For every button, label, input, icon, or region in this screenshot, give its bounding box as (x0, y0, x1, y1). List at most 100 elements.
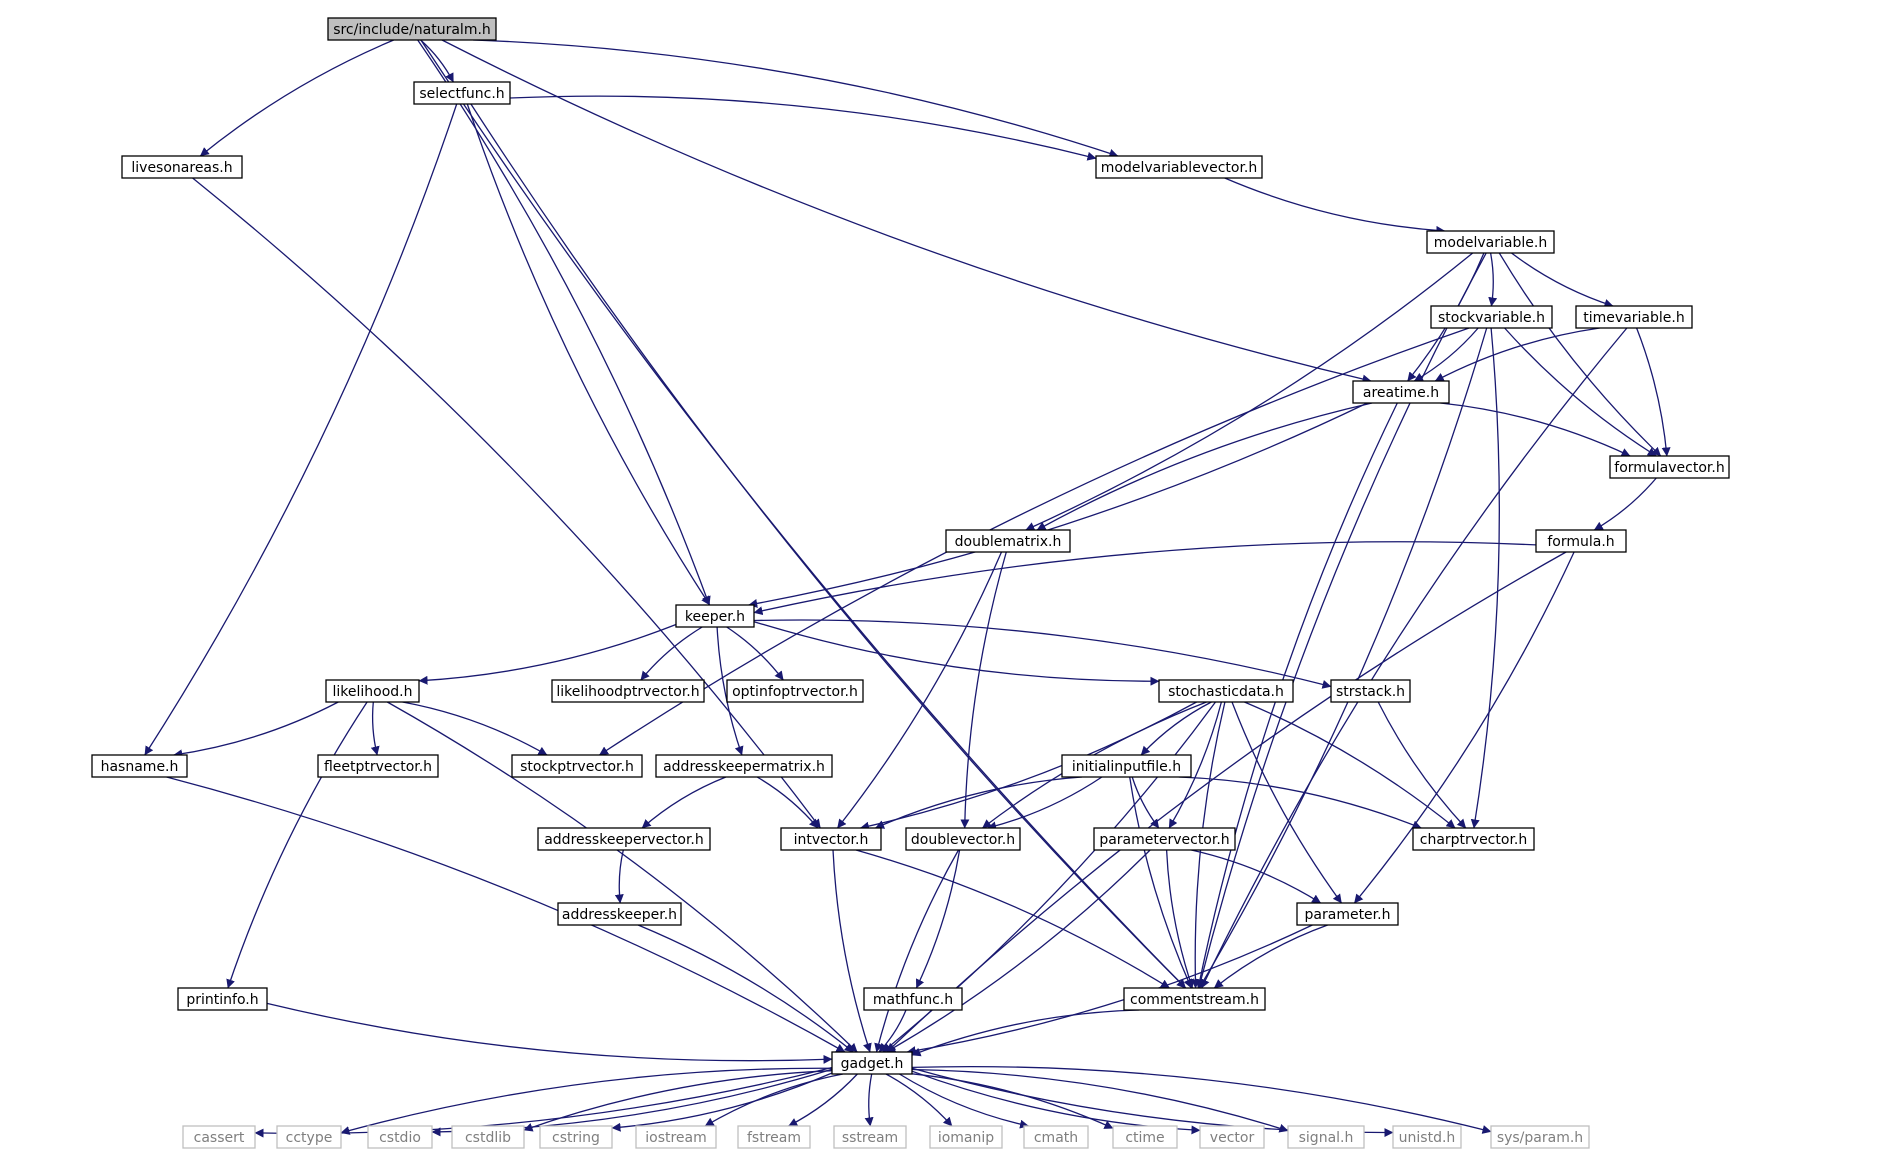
node-box-intvector (780, 827, 882, 851)
node-label-likelihood: likelihood.h (333, 684, 413, 700)
node-label-selectfunc: selectfunc.h (419, 86, 504, 102)
node-printinfo[interactable]: printinfo.h (177, 987, 268, 1011)
node-naturalm[interactable]: src/include/naturalm.h (327, 17, 497, 41)
node-label-modelvariable: modelvariable.h (1434, 235, 1547, 251)
node-gadget[interactable]: gadget.h (831, 1051, 913, 1075)
node-iostream: iostream (635, 1125, 717, 1149)
edge-gadget-to-cctype (340, 1067, 833, 1135)
node-label-likelihoodptrvector: likelihoodptrvector.h (556, 684, 699, 700)
edge-formula-to-keeper (753, 541, 1537, 616)
node-sstream: sstream (833, 1125, 907, 1149)
node-label-modelvariablevector: modelvariablevector.h (1101, 160, 1258, 176)
edge-gadget-to-sysparam (911, 1065, 1492, 1134)
node-box-printinfo (177, 987, 268, 1011)
node-box-cmath (1023, 1125, 1089, 1149)
edge-keeper-to-optinfoptrvector (726, 626, 784, 681)
node-intvector[interactable]: intvector.h (780, 827, 882, 851)
node-mathfunc[interactable]: mathfunc.h (863, 987, 963, 1011)
node-formula[interactable]: formula.h (1535, 529, 1627, 553)
edge-naturalm-to-keeper (417, 39, 711, 606)
edge-gadget-to-iostream (704, 1073, 844, 1127)
node-box-ctime (1112, 1125, 1178, 1149)
edge-addresskeepermatrix-to-addresskeepervector (641, 776, 727, 829)
node-commentstream[interactable]: commentstream.h (1123, 987, 1266, 1011)
dependency-edges (144, 39, 1671, 1138)
node-label-naturalm: src/include/naturalm.h (333, 22, 491, 38)
edge-areatime-to-keeper (748, 402, 1368, 608)
node-label-fstream: fstream (747, 1130, 801, 1146)
node-label-ctime: ctime (1125, 1130, 1164, 1146)
edge-addresskeepermatrix-to-intvector (756, 776, 819, 829)
node-label-vector: vector (1210, 1130, 1255, 1146)
node-doublematrix[interactable]: doublematrix.h (945, 529, 1071, 553)
node-modelvariable[interactable]: modelvariable.h (1426, 230, 1555, 254)
edge-keeper-to-addresskeepermatrix (716, 626, 744, 756)
node-box-keeper (675, 604, 755, 628)
edge-hasname-to-gadget (166, 776, 846, 1053)
node-box-optinfoptrvector (726, 679, 864, 703)
node-likelihood[interactable]: likelihood.h (325, 679, 420, 703)
node-stockptrvector[interactable]: stockptrvector.h (511, 754, 643, 778)
edge-likelihood-to-gadget (386, 701, 858, 1053)
node-stochasticdata[interactable]: stochasticdata.h (1158, 679, 1294, 703)
node-addresskeeper[interactable]: addresskeeper.h (557, 902, 682, 926)
node-label-unistd: unistd.h (1399, 1130, 1456, 1146)
edge-naturalm-to-areatime (441, 39, 1372, 384)
node-cassert: cassert (182, 1125, 256, 1149)
node-label-doublematrix: doublematrix.h (955, 534, 1062, 550)
node-box-areatime (1352, 380, 1450, 404)
node-selectfunc[interactable]: selectfunc.h (413, 81, 511, 105)
node-label-livesonareas: livesonareas.h (131, 160, 232, 176)
node-label-stockptrvector: stockptrvector.h (520, 759, 634, 775)
node-keeper[interactable]: keeper.h (675, 604, 755, 628)
node-parameter[interactable]: parameter.h (1296, 902, 1399, 926)
edge-timevariable-to-formulavector (1635, 327, 1671, 457)
edge-gadget-to-sstream (864, 1073, 874, 1127)
node-sysparam: sys/param.h (1490, 1125, 1590, 1149)
node-box-cassert (182, 1125, 256, 1149)
node-cstring: cstring (539, 1125, 613, 1149)
edge-keeper-to-stochasticdata (753, 621, 1160, 686)
edge-selectfunc-to-commentstream (470, 103, 1187, 989)
node-box-parameter (1296, 902, 1399, 926)
node-box-sysparam (1490, 1125, 1590, 1149)
edge-selectfunc-to-hasname (144, 103, 458, 756)
edge-stockvariable-to-formulavector (1504, 327, 1657, 457)
node-addresskeepervector[interactable]: addresskeepervector.h (537, 827, 711, 851)
node-addresskeepermatrix[interactable]: addresskeepermatrix.h (655, 754, 833, 778)
edge-initialinputfile-to-doublevector (987, 776, 1103, 831)
node-modelvariablevector[interactable]: modelvariablevector.h (1095, 155, 1263, 179)
node-box-unistd (1392, 1125, 1462, 1149)
node-optinfoptrvector[interactable]: optinfoptrvector.h (726, 679, 864, 703)
node-label-timevariable: timevariable.h (1583, 310, 1684, 326)
node-box-charptrvector (1412, 827, 1535, 851)
edge-modelvariable-to-timevariable (1511, 252, 1614, 308)
edge-stockvariable-to-areatime (1413, 327, 1479, 382)
node-initialinputfile[interactable]: initialinputfile.h (1061, 754, 1192, 778)
node-label-addresskeepermatrix: addresskeepermatrix.h (663, 759, 825, 775)
node-timevariable[interactable]: timevariable.h (1575, 305, 1693, 329)
node-box-sstream (833, 1125, 907, 1149)
node-label-gadget: gadget.h (841, 1056, 904, 1072)
edge-likelihood-to-hasname (173, 701, 339, 759)
edge-gadget-to-unistd (911, 1067, 1394, 1138)
node-formulavector[interactable]: formulavector.h (1609, 455, 1730, 479)
node-box-cstring (539, 1125, 613, 1149)
node-doublevector[interactable]: doublevector.h (905, 827, 1021, 851)
node-charptrvector[interactable]: charptrvector.h (1412, 827, 1535, 851)
node-fleetptrvector[interactable]: fleetptrvector.h (317, 754, 439, 778)
node-label-optinfoptrvector: optinfoptrvector.h (732, 684, 858, 700)
node-box-strstack (1330, 679, 1411, 703)
node-label-cstdio: cstdio (379, 1130, 421, 1146)
edge-modelvariable-to-doublematrix (1025, 252, 1474, 531)
node-label-iostream: iostream (645, 1130, 707, 1146)
node-box-stockvariable (1430, 305, 1553, 329)
node-hasname[interactable]: hasname.h (91, 754, 188, 778)
node-likelihoodptrvector[interactable]: likelihoodptrvector.h (551, 679, 705, 703)
node-parametervector[interactable]: parametervector.h (1093, 827, 1236, 851)
node-strstack[interactable]: strstack.h (1330, 679, 1411, 703)
node-areatime[interactable]: areatime.h (1352, 380, 1450, 404)
node-stockvariable[interactable]: stockvariable.h (1430, 305, 1553, 329)
node-livesonareas[interactable]: livesonareas.h (121, 155, 243, 179)
